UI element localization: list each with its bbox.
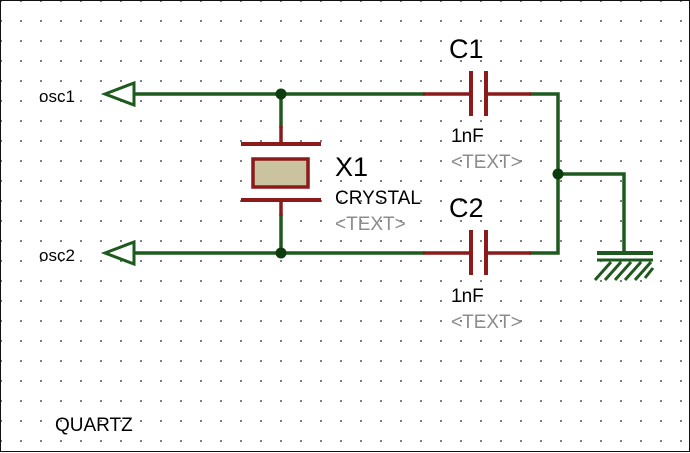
port-osc2[interactable]: osc2 xyxy=(39,239,136,267)
capacitor-icon xyxy=(423,230,531,275)
junction-dot xyxy=(552,168,564,180)
c2-ref: C2 xyxy=(449,193,484,223)
port-arrow-icon xyxy=(100,239,136,267)
capacitor-c2[interactable]: C2 1nF <TEXT> xyxy=(423,193,531,333)
sheet-label: QUARTZ xyxy=(55,415,133,436)
port-label-osc1: osc1 xyxy=(39,87,75,106)
junction-dot xyxy=(275,88,287,100)
c1-text-placeholder: <TEXT> xyxy=(451,152,522,173)
port-label-osc2: osc2 xyxy=(39,246,75,265)
wire-c1-right[interactable] xyxy=(529,92,560,176)
c2-text-placeholder: <TEXT> xyxy=(451,312,522,333)
c2-value: 1nF xyxy=(451,286,484,307)
junctions xyxy=(275,88,564,259)
capacitor-icon xyxy=(423,71,531,116)
c1-value: 1nF xyxy=(451,126,484,147)
crystal-value: CRYSTAL xyxy=(335,188,421,209)
port-arrow-icon xyxy=(100,80,136,108)
crystal-x1[interactable]: X1 CRYSTAL <TEXT> xyxy=(241,126,421,235)
c1-ref: C1 xyxy=(449,34,484,64)
crystal-text-placeholder: <TEXT> xyxy=(335,214,406,235)
crystal-ref: X1 xyxy=(335,152,368,182)
junction-dot xyxy=(275,247,287,259)
capacitor-c1[interactable]: C1 1nF <TEXT> xyxy=(423,34,531,173)
port-osc1[interactable]: osc1 xyxy=(39,80,136,108)
ground-icon[interactable] xyxy=(593,251,655,281)
wire-ground[interactable] xyxy=(556,172,626,253)
crystal-icon xyxy=(241,126,321,216)
wire-c2-right[interactable] xyxy=(529,172,560,255)
